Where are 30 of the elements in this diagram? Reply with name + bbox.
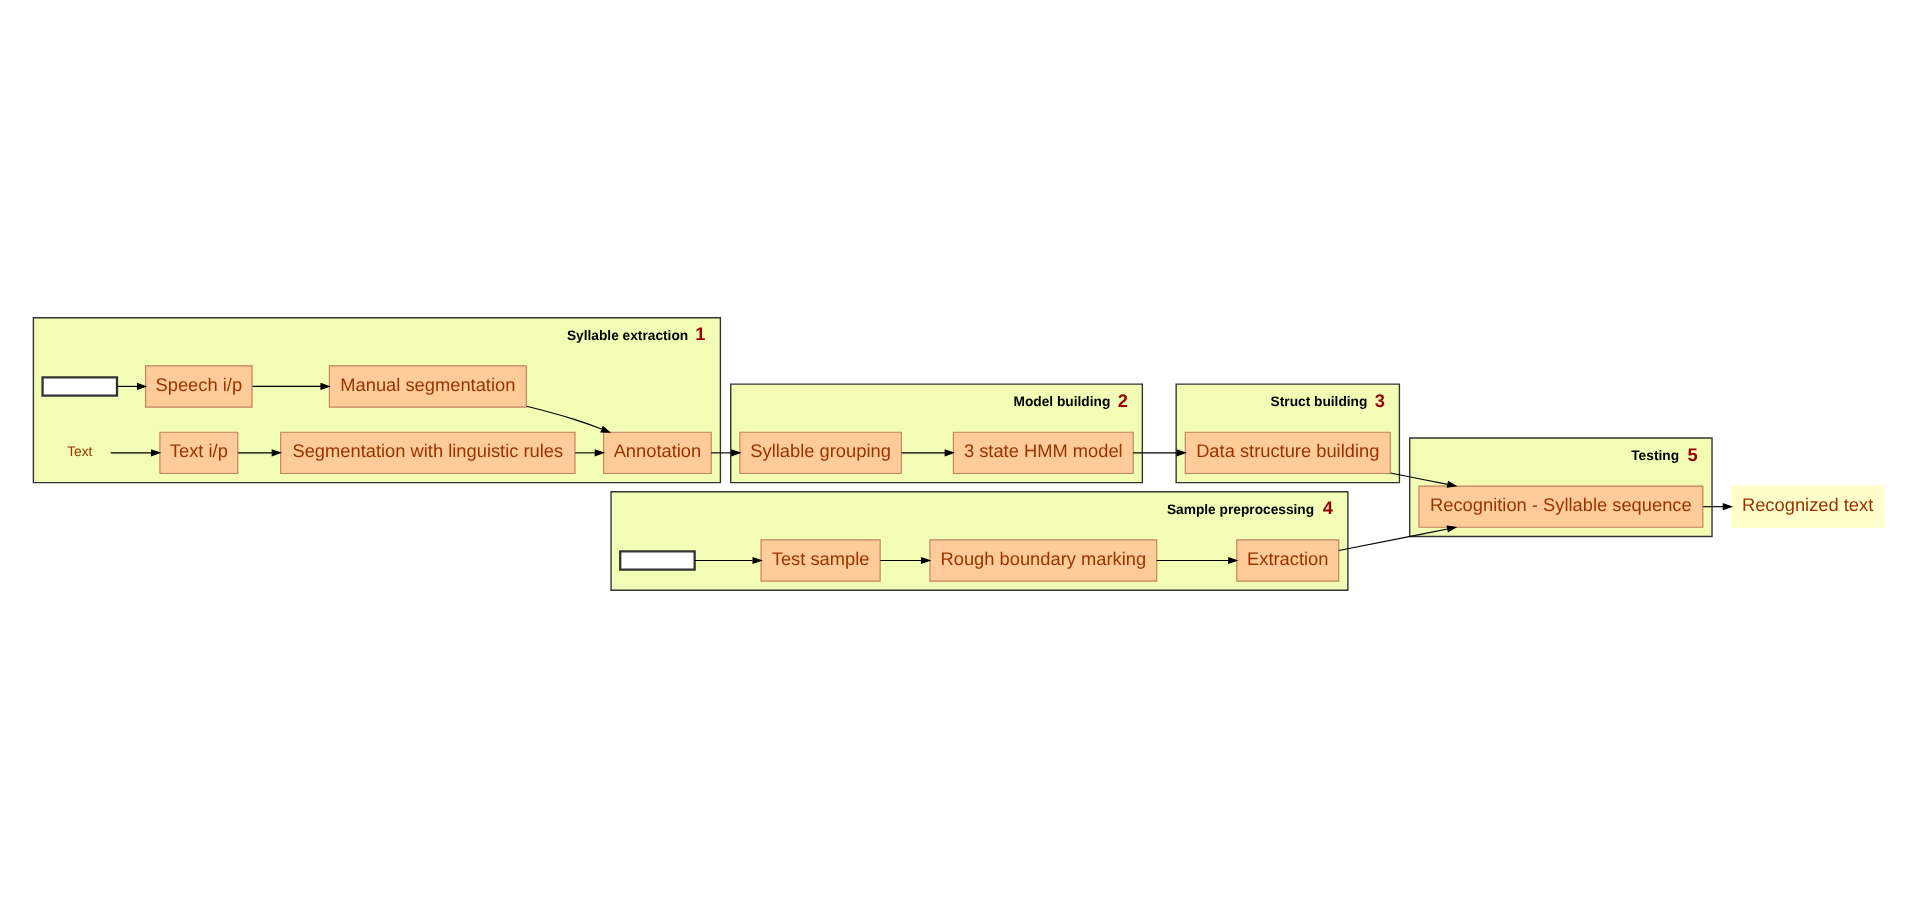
arrow <box>1131 449 1186 457</box>
arrow <box>878 556 931 565</box>
arrow <box>900 449 954 457</box>
arrow <box>1701 503 1733 511</box>
arrow <box>109 449 161 457</box>
arrow <box>693 556 762 565</box>
node-box: Recognized text <box>1729 485 1884 528</box>
node-box: Syllable grouping <box>738 431 901 475</box>
arrow <box>1388 472 1457 488</box>
node-box: Recognition - Syllable sequence <box>1417 485 1703 528</box>
node-box: Speech i/p <box>144 365 252 408</box>
arrow <box>573 449 604 457</box>
node-box: 3 state HMM model <box>951 431 1133 475</box>
arrow <box>525 405 611 433</box>
node-box: Test sample <box>759 539 880 582</box>
node-box: Manual segmentation <box>327 365 526 408</box>
node-box: Segmentation with linguistic rules <box>279 431 575 475</box>
arrow <box>115 382 147 391</box>
node-box: Extraction <box>1235 539 1339 582</box>
node-box: Data structure building <box>1183 431 1390 475</box>
arrow <box>1155 556 1238 565</box>
arrow <box>709 449 741 457</box>
node-box: Text i/p <box>158 431 238 475</box>
node-waveform <box>618 550 695 571</box>
arrow <box>236 449 281 457</box>
node-box: Rough boundary marking <box>928 539 1157 582</box>
node-box: Annotation <box>602 431 711 475</box>
node-waveform <box>40 376 118 397</box>
arrow <box>1337 525 1457 552</box>
arrow <box>251 382 330 391</box>
